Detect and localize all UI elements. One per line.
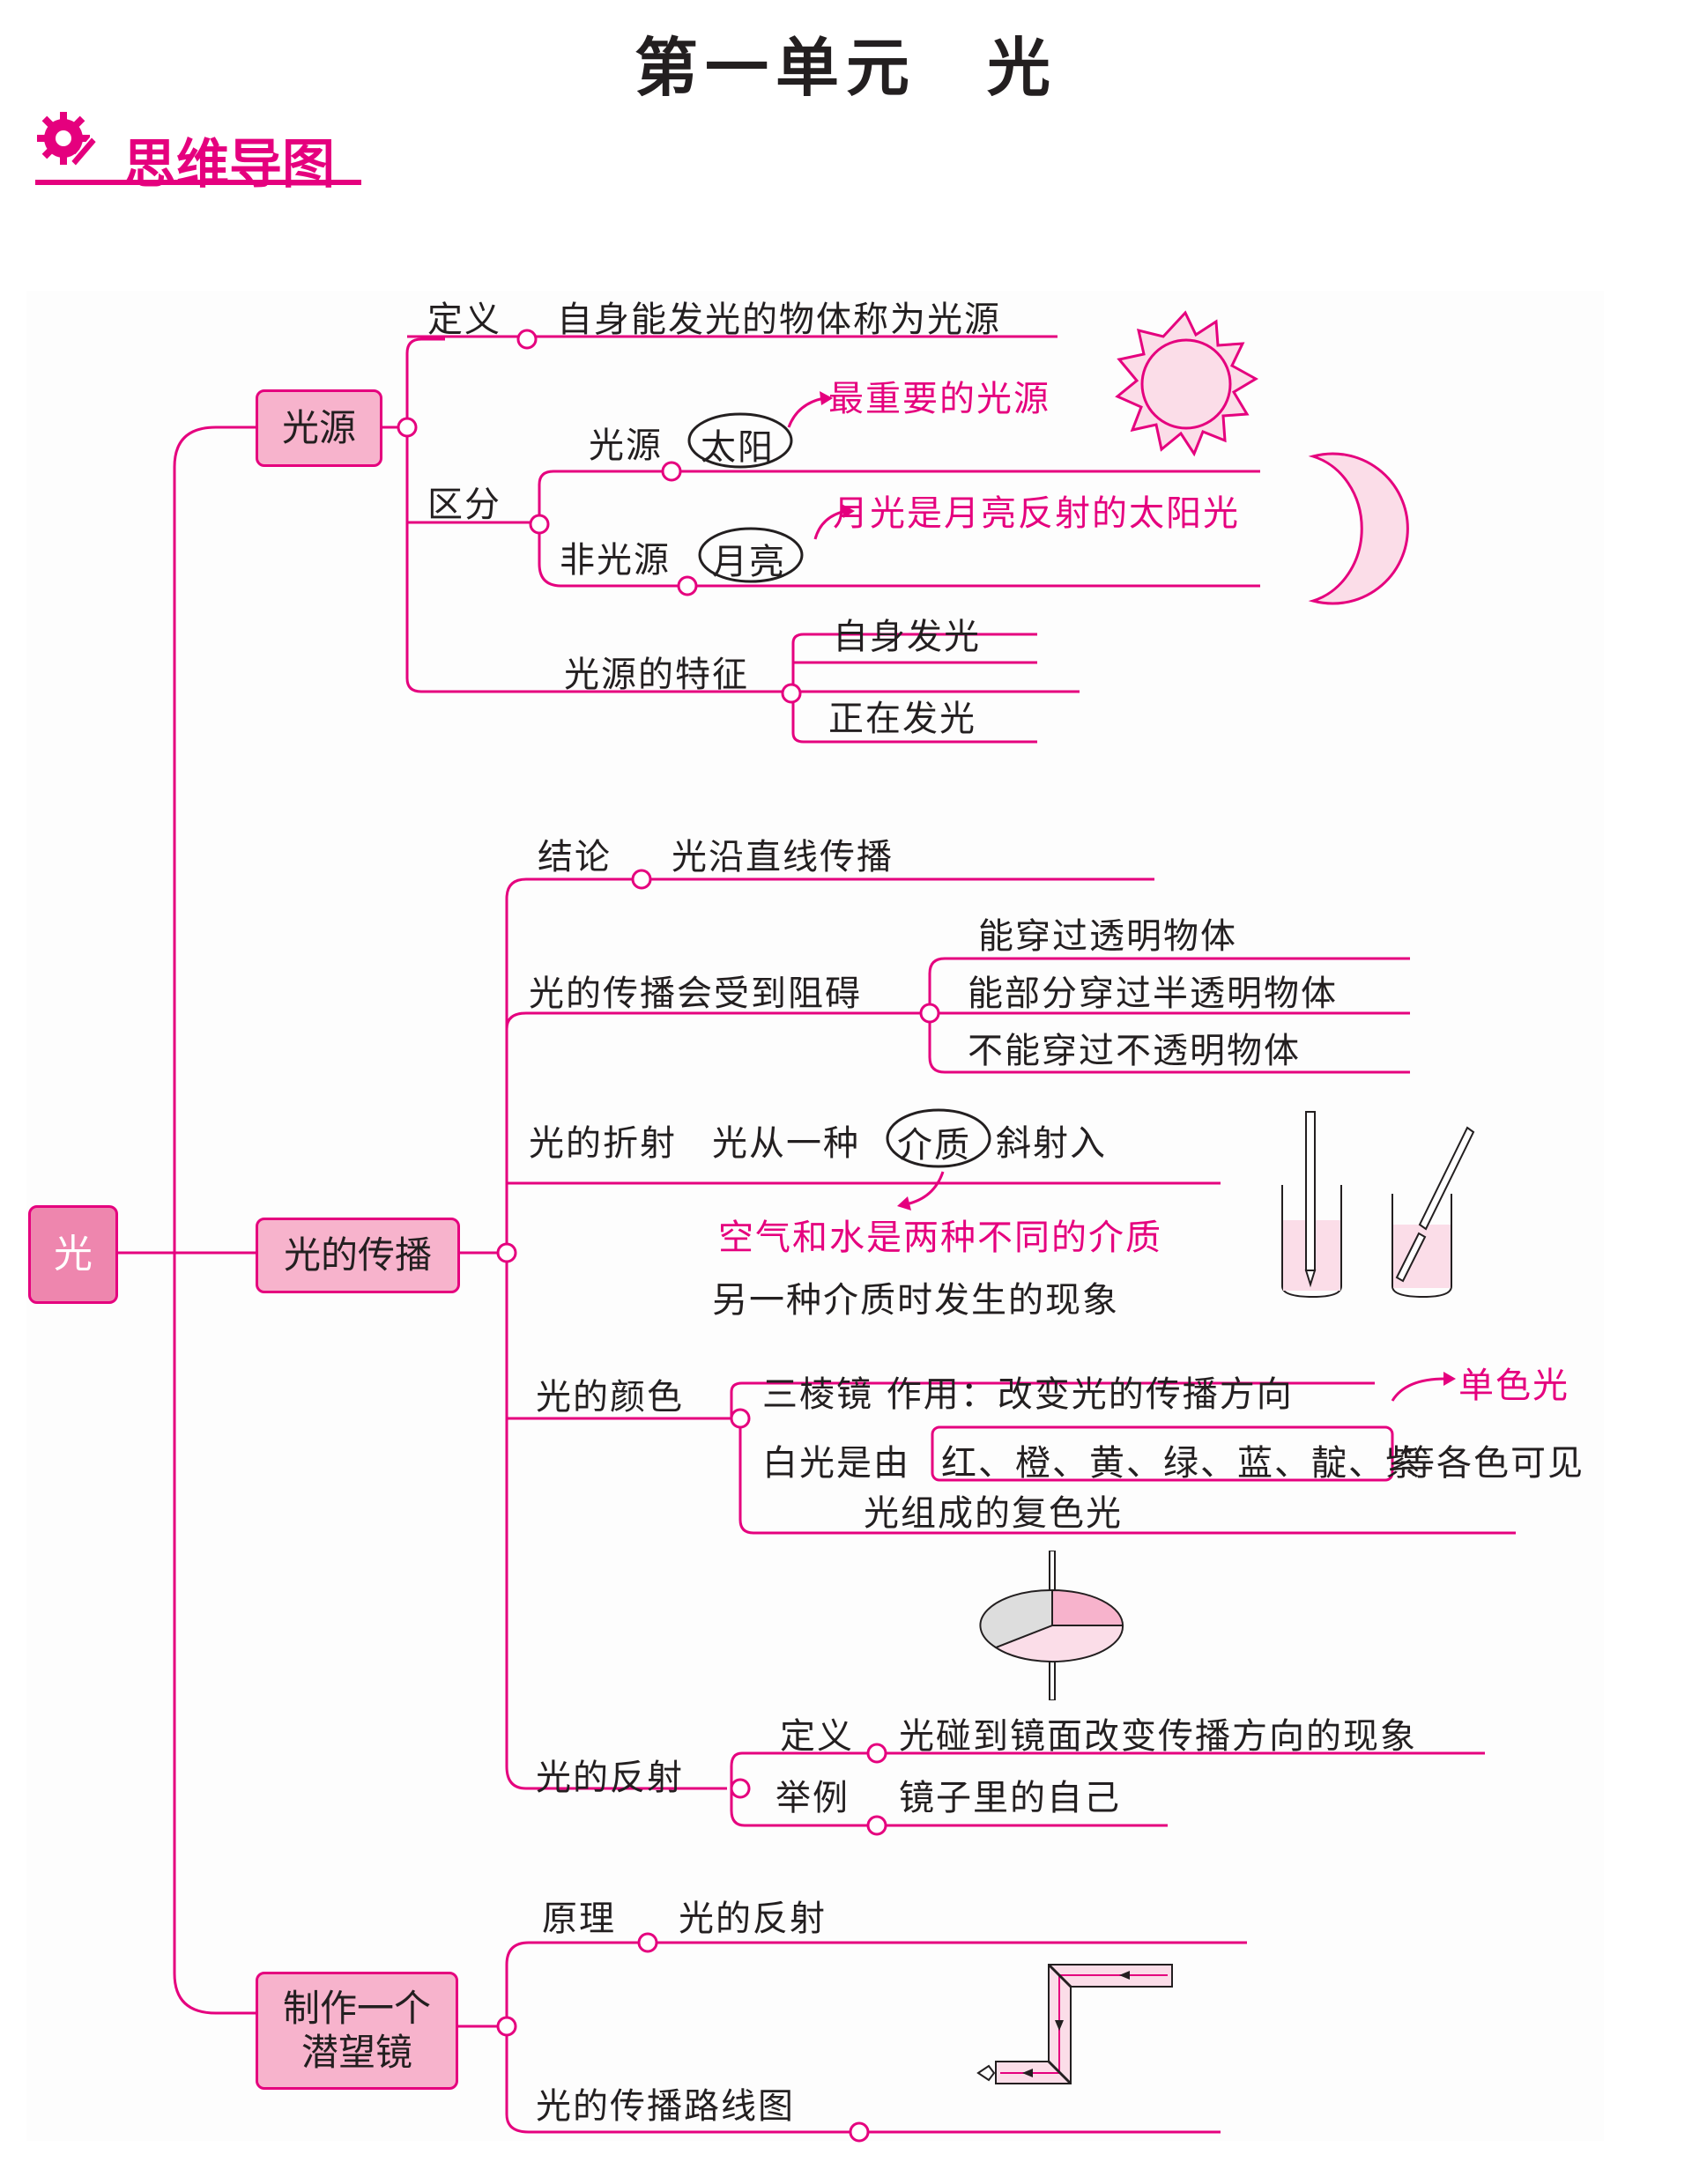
note-sun: 最重要的光源	[828, 379, 1050, 419]
note-monochrome: 单色光	[1458, 1366, 1570, 1406]
feature-1: 自身发光	[833, 617, 981, 657]
text-conclusion: 光沿直线传播	[672, 837, 894, 877]
white-text-c: 光组成的复色光	[864, 1493, 1123, 1534]
label-reflection: 光的反射	[536, 1758, 684, 1798]
label-reflection-def: 定义	[780, 1716, 854, 1757]
obstruct-3: 不能穿过不透明物体	[968, 1031, 1301, 1071]
label-definition: 定义	[427, 300, 501, 340]
reflection-ex: 镜子里的自己	[899, 1778, 1121, 1818]
page-title: 第一单元 光	[634, 30, 1058, 105]
refraction-medium: 介质	[897, 1125, 971, 1166]
obstruct-2: 能部分穿过半透明物体	[968, 974, 1338, 1014]
label-obstruct: 光的传播会受到阻碍	[529, 974, 862, 1014]
gear-pencil-icon	[37, 112, 97, 168]
pencil-in-water-icon	[1281, 1111, 1475, 1299]
sun-icon	[1115, 310, 1258, 457]
label-route: 光的传播路线图	[536, 2086, 795, 2127]
periscope-line1: 制作一个	[282, 1986, 431, 2030]
badge-mindmap: 思维导图	[123, 134, 335, 196]
label-conclusion: 结论	[538, 837, 612, 877]
prism-text: 三棱镜 作用：改变光的传播方向	[762, 1374, 1294, 1415]
root-node: 光	[28, 1205, 118, 1304]
text-definition: 自身能发光的物体称为光源	[557, 300, 1001, 340]
label-color: 光的颜色	[536, 1377, 684, 1418]
node-propagation: 光的传播	[256, 1218, 460, 1293]
node-light-source: 光源	[256, 389, 382, 467]
node-periscope: 制作一个 潜望镜	[256, 1972, 458, 2090]
reflection-def: 光碰到镜面改变传播方向的现象	[899, 1716, 1417, 1757]
label-principle: 原理	[542, 1899, 616, 1939]
label-source: 光源	[589, 426, 663, 466]
label-nonsource: 非光源	[560, 540, 671, 581]
periscope-route-icon	[976, 1963, 1173, 2085]
obstruct-1: 能穿过透明物体	[978, 916, 1237, 957]
example-sun: 太阳	[701, 427, 775, 468]
example-moon: 月亮	[712, 542, 786, 582]
text-principle: 光的反射	[679, 1899, 827, 1939]
white-text-b: 等各色可见	[1399, 1443, 1584, 1484]
periscope-line2: 潜望镜	[301, 2031, 412, 2074]
note-medium: 空气和水是两种不同的介质	[718, 1218, 1162, 1258]
label-refraction: 光的折射	[529, 1123, 677, 1164]
white-colors: 红、橙、黄、绿、蓝、靛、紫	[941, 1443, 1422, 1484]
feature-2: 正在发光	[828, 699, 976, 739]
label-distinguish: 区分	[427, 485, 501, 525]
refraction-text-c: 另一种介质时发生的现象	[712, 1280, 1119, 1321]
eye-icon	[976, 2064, 996, 2082]
badge-underline	[35, 180, 361, 185]
label-features: 光源的特征	[564, 655, 749, 695]
white-text-a: 白光是由	[762, 1443, 910, 1484]
refraction-text-a: 光从一种	[712, 1123, 860, 1164]
label-reflection-ex: 举例	[776, 1778, 850, 1818]
refraction-text-b: 斜射入	[996, 1123, 1107, 1164]
color-wheel-icon	[979, 1551, 1124, 1700]
note-moon: 月光是月亮反射的太阳光	[833, 493, 1240, 534]
moon-icon	[1308, 452, 1409, 605]
